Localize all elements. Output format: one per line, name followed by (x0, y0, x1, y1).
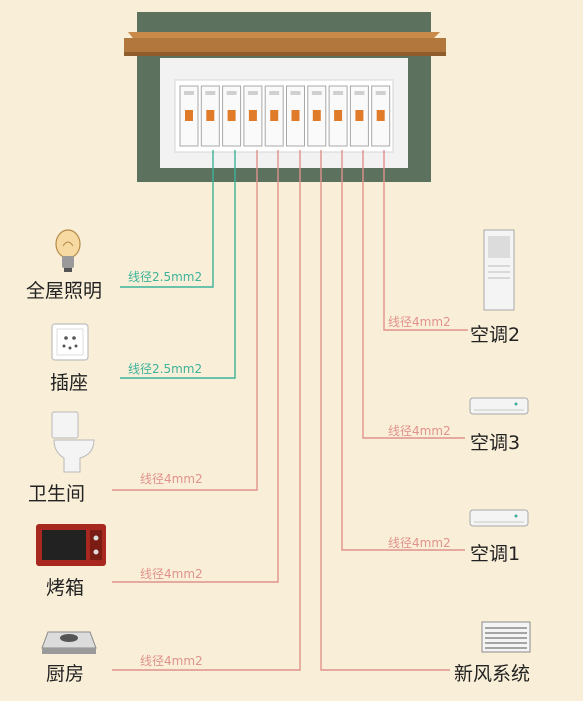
wire-bathroom (112, 150, 258, 491)
fresh-air-vent-icon (481, 621, 531, 653)
breaker-label-slot (290, 91, 301, 95)
light-bulb-icon (55, 229, 81, 272)
wire-spec-lighting: 线径2.5mm2 (128, 270, 203, 284)
floor-ac-icon (483, 229, 515, 311)
label-lighting: 全屋照明 (26, 280, 103, 302)
wire-spec-ac1: 线径4mm2 (388, 536, 451, 550)
wire-spec-bathroom: 线径4mm2 (140, 472, 203, 486)
breaker-handle (227, 110, 236, 121)
breaker-label-slot (247, 91, 258, 95)
label-kitchen: 厨房 (46, 663, 85, 685)
breaker-label-slot (226, 91, 237, 95)
breaker-handle (312, 110, 321, 121)
breaker-label-slot (375, 91, 386, 95)
wire-ac3 (362, 150, 465, 439)
wall-ac-icon (469, 397, 529, 415)
breaker-label-slot (333, 91, 344, 95)
breaker-label-slot (269, 91, 280, 95)
breaker-label-slot (205, 91, 216, 95)
breaker-label-slot (354, 91, 365, 95)
wire-socket (120, 150, 236, 379)
wire-spec-ac2: 线径4mm2 (388, 315, 451, 329)
breaker-handle (206, 110, 215, 121)
wire-spec-ac3: 线径4mm2 (388, 424, 451, 438)
wall-socket-icon (51, 323, 89, 361)
label-bathroom: 卫生间 (28, 483, 86, 505)
breaker-label-slot (184, 91, 194, 95)
distribution-panel (124, 12, 446, 182)
wire-spec-oven: 线径4mm2 (140, 567, 203, 581)
label-ac2: 空调2 (470, 324, 521, 346)
breaker-handle (270, 110, 279, 121)
breaker-row (179, 85, 391, 147)
label-ac1: 空调1 (470, 543, 521, 565)
wire-ac1 (341, 150, 465, 551)
toilet-icon (51, 411, 95, 473)
label-fresh-air: 新风系统 (454, 663, 531, 685)
wires (112, 150, 468, 671)
breaker-handle (355, 110, 364, 121)
wire-lighting (120, 150, 214, 288)
breaker-handle (334, 110, 343, 121)
label-socket: 插座 (50, 372, 89, 394)
wire-spec-socket: 线径2.5mm2 (128, 362, 203, 376)
breaker-handle (248, 110, 257, 121)
breaker-handle (185, 110, 193, 121)
label-oven: 烤箱 (46, 577, 85, 599)
oven-icon (36, 524, 106, 566)
wire-spec-kitchen: 线径4mm2 (140, 654, 203, 668)
breaker-handle (291, 110, 300, 121)
wire-fresh-air (320, 150, 450, 671)
breaker-label-slot (311, 91, 322, 95)
gas-stove-icon (41, 631, 97, 654)
label-ac3: 空调3 (470, 432, 521, 454)
wire-kitchen (112, 150, 301, 671)
breaker-handle (376, 110, 385, 121)
wire-oven (112, 150, 279, 583)
wire-ac2 (383, 150, 468, 331)
wall-ac-icon (469, 509, 529, 527)
